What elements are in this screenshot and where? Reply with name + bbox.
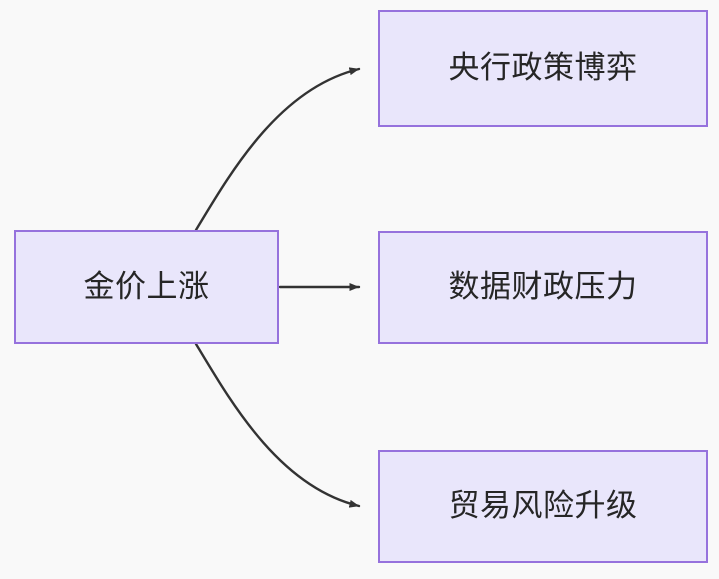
node-target-trade-risk[interactable]: 贸易风险升级 bbox=[378, 450, 708, 563]
node-target-fiscal-pressure[interactable]: 数据财政压力 bbox=[378, 231, 708, 344]
edge-source-to-target-1 bbox=[194, 67, 361, 232]
node-label: 贸易风险升级 bbox=[448, 488, 638, 524]
node-label: 数据财政压力 bbox=[448, 269, 638, 305]
node-label: 央行政策博弈 bbox=[448, 50, 638, 86]
edge-source-to-target-3 bbox=[194, 342, 361, 508]
node-label: 金价上涨 bbox=[83, 268, 210, 305]
node-source-gold-price[interactable]: 金价上涨 bbox=[14, 230, 279, 344]
node-target-central-bank-policy[interactable]: 央行政策博弈 bbox=[378, 10, 708, 127]
